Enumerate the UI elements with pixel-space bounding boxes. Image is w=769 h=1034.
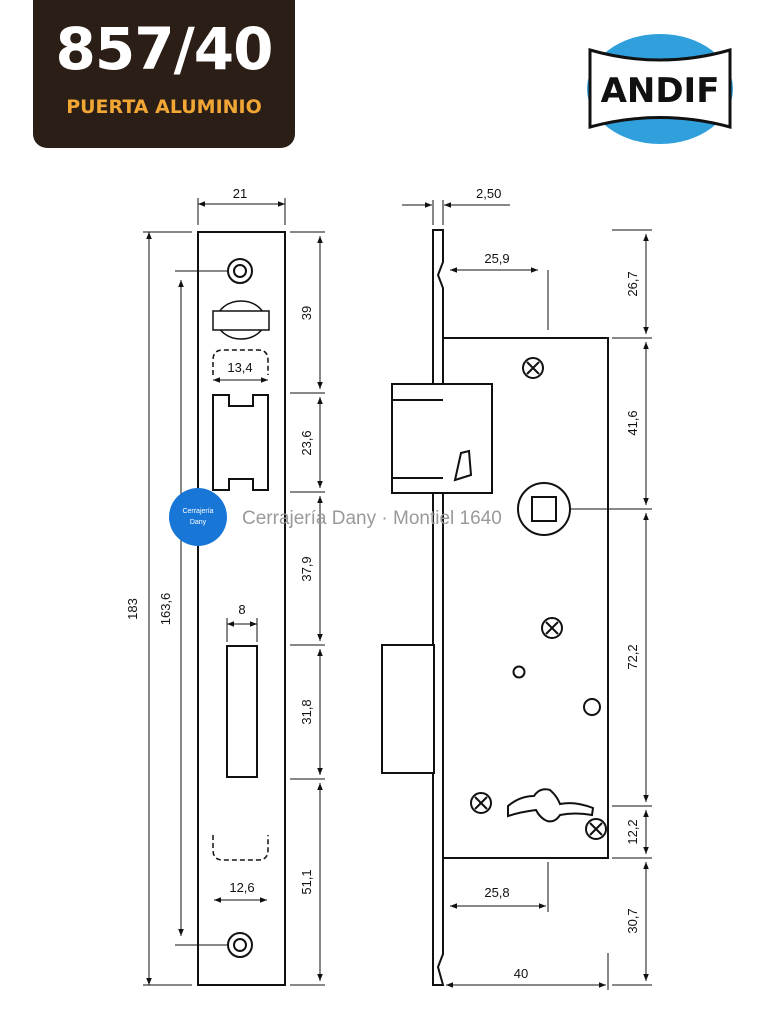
- bolt-opening: [226, 645, 258, 778]
- dim-bottom-offset: 30,7: [625, 908, 640, 933]
- dim-key-backset: 25,8: [484, 885, 509, 900]
- spindle-square: [531, 496, 557, 522]
- faceplate-outline: [197, 231, 286, 986]
- top-screw-hole-inner: [233, 264, 247, 278]
- dim-bolt-height: 31,8: [299, 699, 314, 724]
- deadbolt: [381, 644, 435, 774]
- dimension-labels: 21 183 163,6 39 13,4 23,6 37,9 8 31,8 51…: [125, 186, 640, 981]
- watermark-text: Cerrajería Dany · Montiel 1640: [242, 508, 502, 529]
- andif-logo: ANDIF: [587, 34, 733, 144]
- top-screw-hole: [227, 258, 253, 284]
- latch-opening: [212, 394, 269, 491]
- dim-latch-height: 23,6: [299, 430, 314, 455]
- spindle-hub: [517, 482, 571, 536]
- front-dimensions: [143, 198, 325, 986]
- case-hole: [583, 698, 601, 716]
- dim-bottom-segment: 51,1: [299, 869, 314, 894]
- dim-screw-spacing: 163,6: [158, 593, 173, 626]
- dim-width: 21: [233, 186, 247, 201]
- watermark: Cerrajería Dany Cerrajería Dany · Montie…: [169, 488, 502, 546]
- keyhole: [507, 788, 595, 823]
- side-view: [381, 229, 609, 986]
- watermark-badge-bottom: Dany: [190, 519, 207, 526]
- dim-bolt-opening-width: 8: [238, 602, 245, 617]
- bottom-screw-hole: [227, 932, 253, 958]
- dim-faceplate-thickness: 2,50: [476, 186, 501, 201]
- dim-latch-opening-width: 13,4: [227, 360, 252, 375]
- watermark-badge-top: Cerrajería: [182, 508, 213, 515]
- front-view: [197, 231, 286, 986]
- dim-spindle-backset: 25,9: [484, 251, 509, 266]
- case-hole-small: [512, 665, 526, 679]
- dim-overall-height: 183: [125, 598, 140, 620]
- side-dimensions: [402, 200, 652, 990]
- latch-lever: [453, 449, 473, 482]
- dim-latch-to-bolt: 37,9: [299, 556, 314, 581]
- dim-top-to-latch: 39: [299, 306, 314, 320]
- faceplate-andif-logo: [212, 300, 270, 340]
- dim-key-to-case-bottom: 12,2: [625, 819, 640, 844]
- model-number: 857/40: [55, 15, 274, 83]
- dim-spindle-to-key: 72,2: [625, 644, 640, 669]
- bottom-screw-hole-inner: [233, 938, 247, 952]
- model-subtitle: PUERTA ALUMINIO: [66, 96, 262, 118]
- watermark-badge: [169, 488, 227, 546]
- side-faceplate: [432, 229, 445, 986]
- latch: [391, 383, 493, 494]
- andif-logo-text: ANDIF: [601, 71, 720, 111]
- dim-top-offset: 26,7: [625, 271, 640, 296]
- dim-bottom-width: 12,6: [229, 880, 254, 895]
- model-header: 857/40 PUERTA ALUMINIO: [33, 0, 295, 148]
- dim-case-to-spindle: 41,6: [625, 410, 640, 435]
- dim-case-depth: 40: [514, 966, 528, 981]
- lock-case: [442, 337, 609, 859]
